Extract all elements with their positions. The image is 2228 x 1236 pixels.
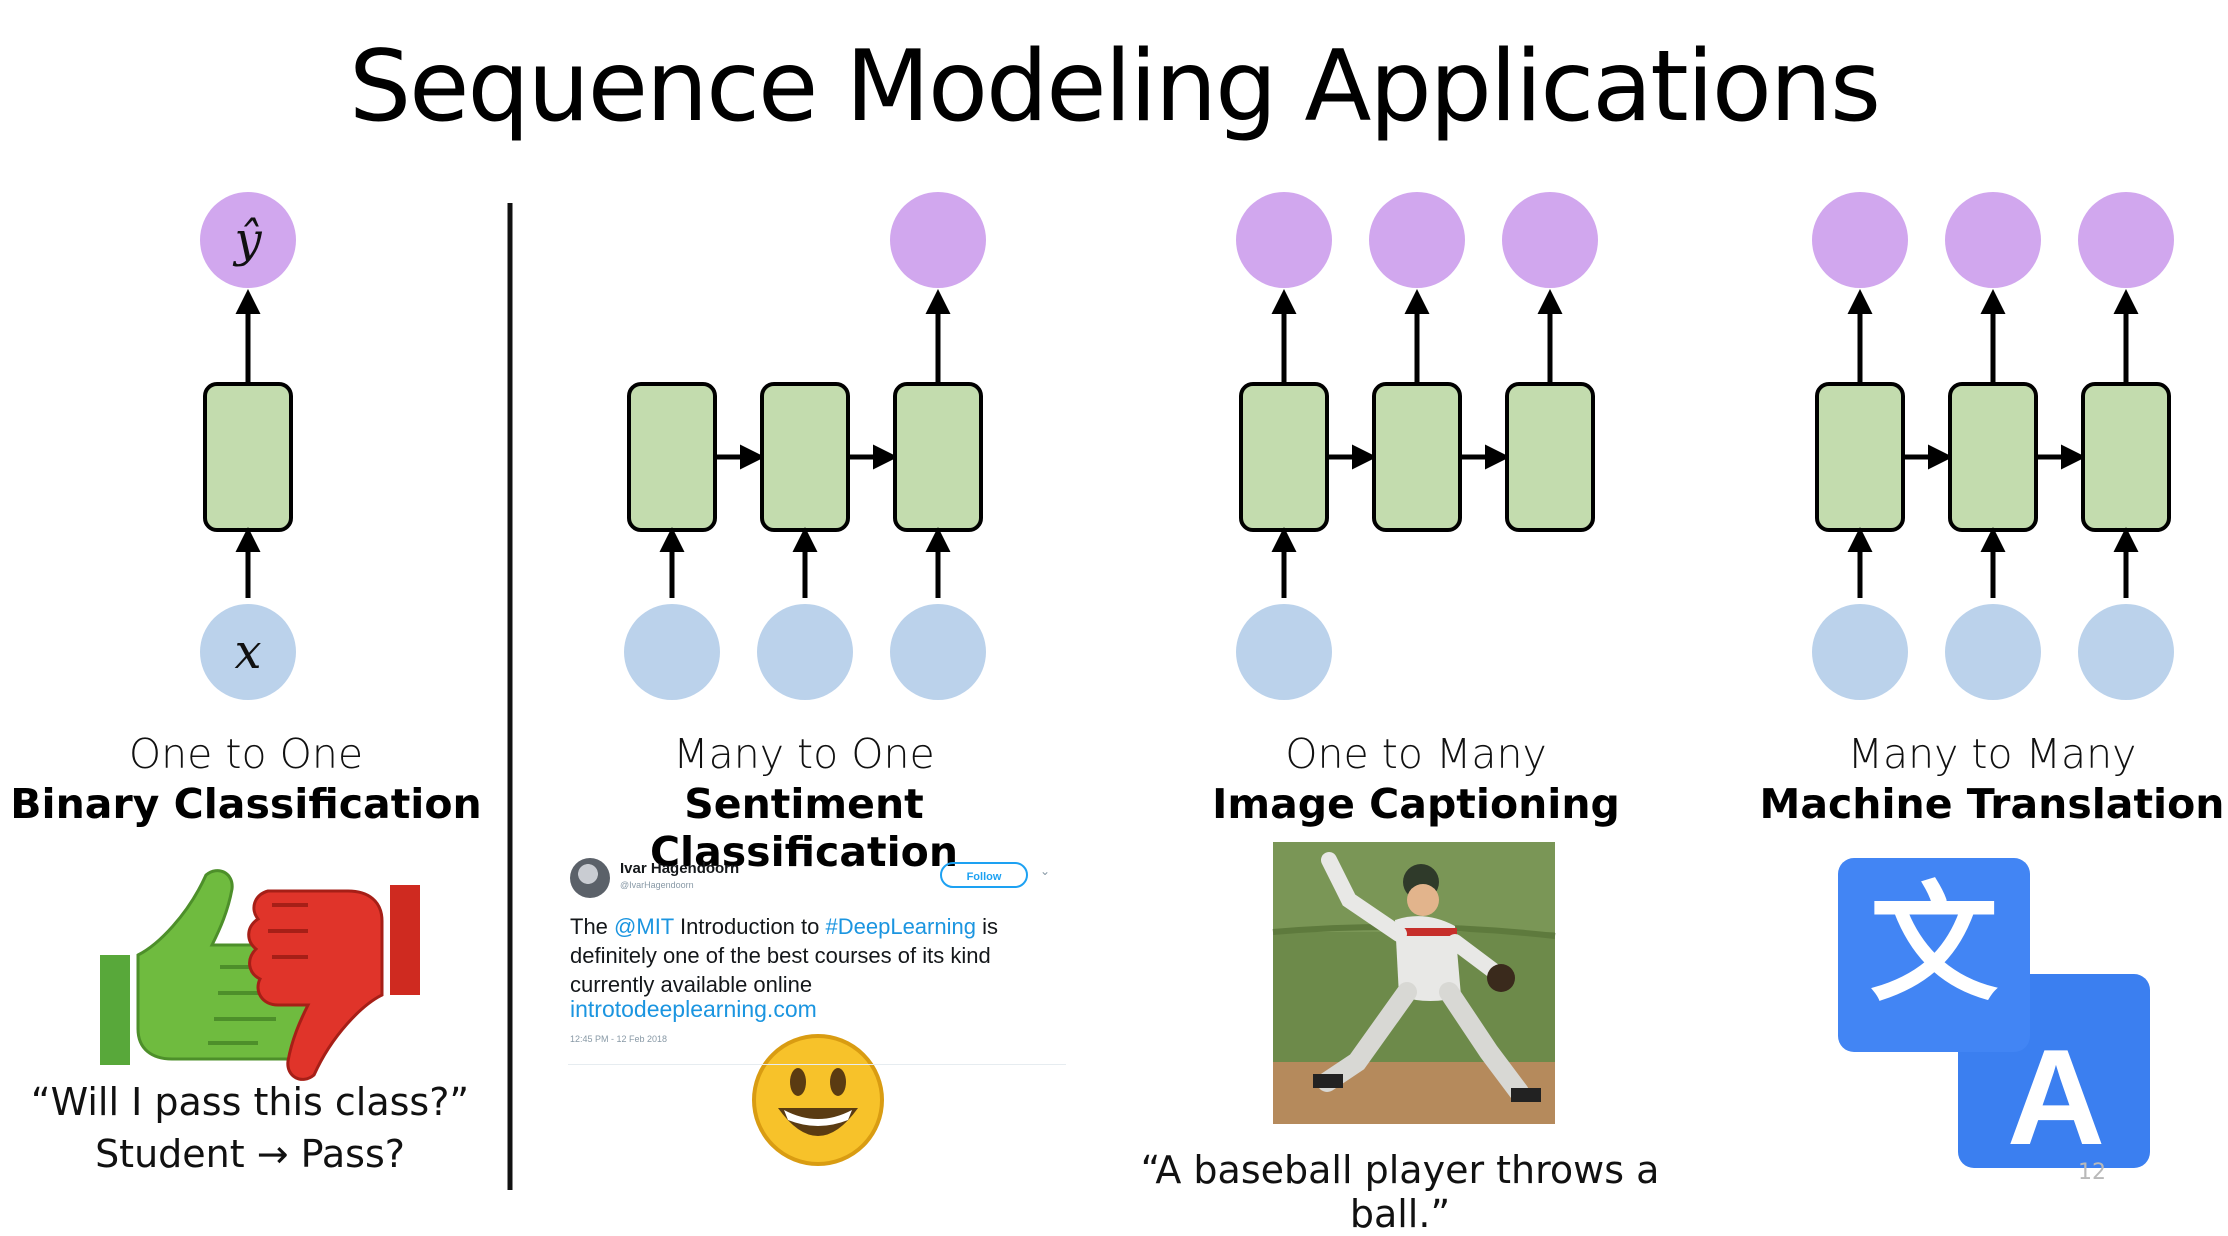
panel-4-mapping: Many to Many <box>1847 730 2137 778</box>
rnn-cell <box>203 382 293 532</box>
rnn-cell <box>760 382 850 532</box>
input-node <box>757 604 853 700</box>
output-node <box>1945 192 2041 288</box>
rnn-cell <box>1505 382 1595 532</box>
output-node <box>2078 192 2174 288</box>
rnn-cell <box>893 382 983 532</box>
input-node <box>1812 604 1908 700</box>
page-number: 12 <box>2078 1160 2106 1185</box>
tweet-hashtag[interactable]: #DeepLearning <box>825 914 976 939</box>
translate-glyph-a: 文 <box>1870 870 1998 1019</box>
output-node <box>1502 192 1598 288</box>
output-symbol: ŷ <box>232 212 262 268</box>
panel-1-mapping: One to One <box>128 730 364 778</box>
input-node <box>200 604 296 700</box>
panel-3-quote: “A baseball player throws a ball.” <box>1140 1148 1660 1236</box>
panel-2-mapping: Many to One <box>673 730 935 778</box>
output-node <box>1812 192 1908 288</box>
panel-1-quote-line1: “Will I pass this class?” <box>30 1080 470 1124</box>
output-node <box>200 192 296 288</box>
input-node <box>2078 604 2174 700</box>
panel-3-task: Image Captioning <box>1212 780 1620 828</box>
rnn-cell <box>1372 382 1462 532</box>
panel-1-quote-line2: Student → Pass? <box>95 1132 405 1176</box>
chevron-down-icon[interactable]: ⌄ <box>1040 864 1051 878</box>
tweet-author: Ivar Hagendoorn <box>620 860 740 877</box>
rnn-cell <box>1239 382 1329 532</box>
thumbs-down-icon <box>247 885 420 1081</box>
tweet-handle: @IvarHagendoorn <box>620 880 694 890</box>
rnn-cell <box>627 382 717 532</box>
input-node <box>890 604 986 700</box>
tweet-card: Ivar Hagendoorn @IvarHagendoorn Follow ⌄… <box>568 852 1066 1065</box>
follow-button[interactable]: Follow <box>940 862 1028 888</box>
rnn-cell <box>1815 382 1905 532</box>
smiley-emoji-icon <box>752 1034 884 1166</box>
panel-4-task: Machine Translation <box>1759 780 2225 828</box>
slide-title: Sequence Modeling Applications <box>348 30 1881 144</box>
tweet-link[interactable]: introtodeeplearning.com <box>570 996 817 1022</box>
output-node <box>890 192 986 288</box>
panel-3-mapping: One to Many <box>1285 730 1547 778</box>
panel-2-task: Sentiment Classification <box>649 780 959 876</box>
input-node <box>1945 604 2041 700</box>
panel-1-task: Binary Classification <box>10 780 482 828</box>
input-node <box>624 604 720 700</box>
avatar <box>570 858 610 898</box>
input-node <box>1236 604 1332 700</box>
tweet-mention[interactable]: @MIT <box>614 914 674 939</box>
tweet-text: The @MIT Introduction to #DeepLearning i… <box>570 914 998 997</box>
input-symbol: x <box>234 624 261 680</box>
translate-glyph-b: A <box>2007 1021 2105 1173</box>
rnn-cell <box>1948 382 2038 532</box>
tweet-timestamp: 12:45 PM - 12 Feb 2018 <box>570 1034 668 1044</box>
rnn-cell <box>2081 382 2171 532</box>
baseball-pitcher-photo <box>1272 842 1556 1124</box>
translate-icon: 文 A <box>1838 858 2150 1173</box>
output-node <box>1369 192 1465 288</box>
output-node <box>1236 192 1332 288</box>
